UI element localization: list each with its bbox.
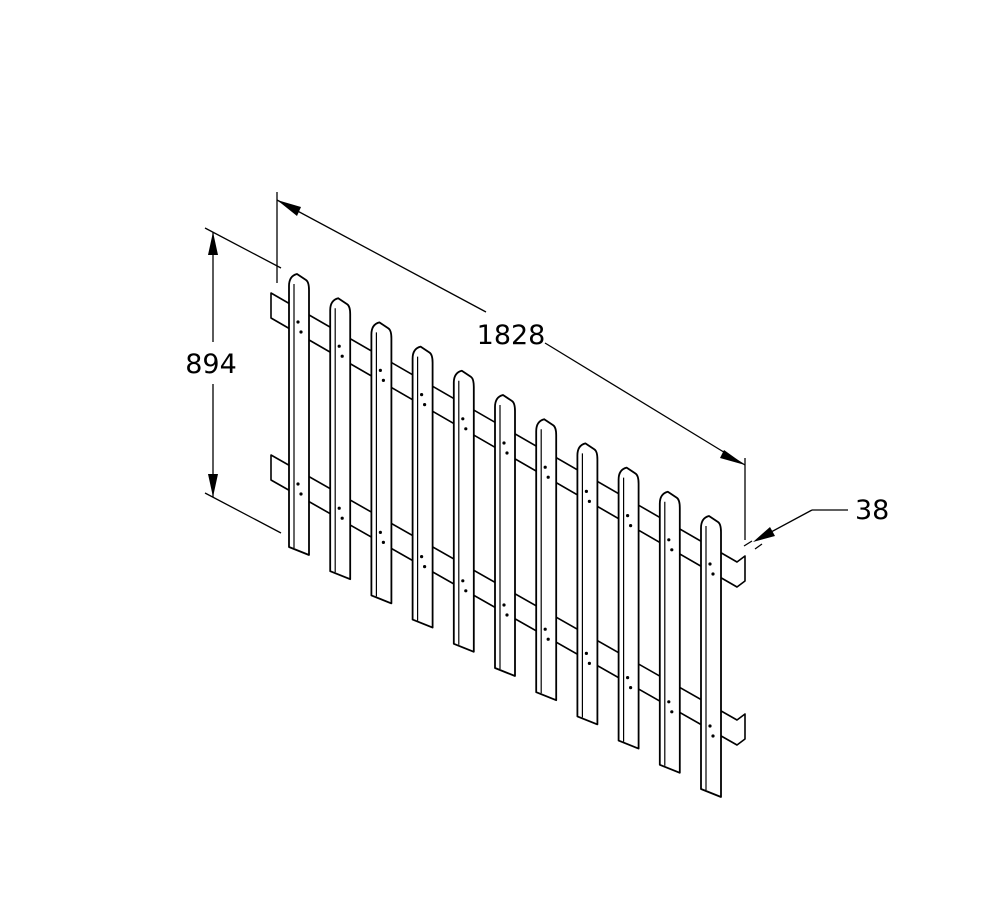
pale-4: [411, 345, 434, 629]
nail-4-1: [420, 393, 424, 397]
nail-3-3: [378, 530, 382, 535]
nail-5-2: [464, 427, 468, 431]
nail-9-1: [626, 514, 630, 518]
pale-9: [617, 466, 640, 750]
pale-2: [329, 297, 352, 581]
nail-7-3: [543, 627, 547, 631]
nail-6-1: [502, 441, 506, 445]
height-dimension-label: 894: [185, 349, 237, 380]
nail-3-1: [378, 368, 382, 372]
nail-11-2: [711, 572, 715, 576]
nail-3-2: [381, 378, 385, 382]
nail-6-4: [505, 613, 509, 617]
thickness-arrow: [753, 527, 775, 542]
nail-7-2: [546, 475, 550, 479]
height-arrow-bottom: [208, 474, 218, 497]
nail-2-1: [337, 344, 341, 348]
width-arrow-right: [720, 450, 745, 465]
nail-10-1: [667, 538, 671, 542]
nail-10-2: [670, 548, 674, 552]
nail-5-3: [461, 579, 465, 583]
width-arrow-left: [277, 200, 301, 216]
nail-2-2: [340, 354, 344, 358]
pale-6: [494, 394, 516, 677]
nail-8-1: [584, 489, 589, 493]
nail-11-3: [708, 724, 712, 728]
nail-5-4: [464, 589, 468, 593]
nail-9-2: [629, 524, 633, 528]
nail-8-3: [584, 651, 589, 656]
nail-1-4: [299, 492, 303, 496]
nail-9-4: [629, 686, 633, 690]
pale-1: [288, 273, 310, 556]
nail-2-4: [340, 516, 344, 520]
pale-10: [658, 490, 681, 774]
thickness-dimension-label: 38: [855, 495, 889, 526]
nail-11-4: [711, 734, 715, 738]
nail-2-3: [337, 506, 341, 510]
nail-7-1: [543, 465, 547, 469]
nail-10-4: [670, 710, 674, 714]
nail-1-3: [296, 482, 300, 486]
pale-5: [452, 369, 475, 653]
pale-3: [370, 321, 393, 605]
thickness-tick-b: [754, 543, 763, 550]
nail-8-4: [587, 661, 592, 666]
nail-6-2: [505, 451, 509, 455]
nail-8-2: [587, 499, 592, 503]
nail-4-4: [423, 565, 427, 569]
nail-4-2: [423, 403, 427, 407]
height-extension-bottom: [204, 492, 282, 534]
nail-1-2: [299, 330, 303, 334]
nail-11-1: [708, 562, 712, 566]
nail-10-3: [667, 700, 671, 704]
nail-9-3: [626, 676, 630, 680]
width-dimension-line-b: [544, 342, 746, 466]
dimension-annotations: [204, 192, 848, 550]
width-dimension-line-a: [276, 199, 487, 313]
nail-5-1: [461, 417, 465, 421]
pale-11: [700, 515, 722, 798]
height-extension-top: [204, 227, 282, 269]
vertical-pales: [288, 273, 722, 798]
pale-8: [576, 442, 599, 726]
width-dimension-label: 1828: [477, 320, 546, 351]
nail-1-1: [296, 320, 300, 324]
nail-3-4: [381, 540, 385, 545]
pale-7: [535, 418, 558, 702]
height-arrow-top: [208, 232, 218, 255]
nail-4-3: [420, 555, 424, 559]
thickness-tick-a: [743, 540, 753, 547]
nail-7-4: [546, 637, 550, 641]
nail-6-3: [502, 603, 506, 607]
